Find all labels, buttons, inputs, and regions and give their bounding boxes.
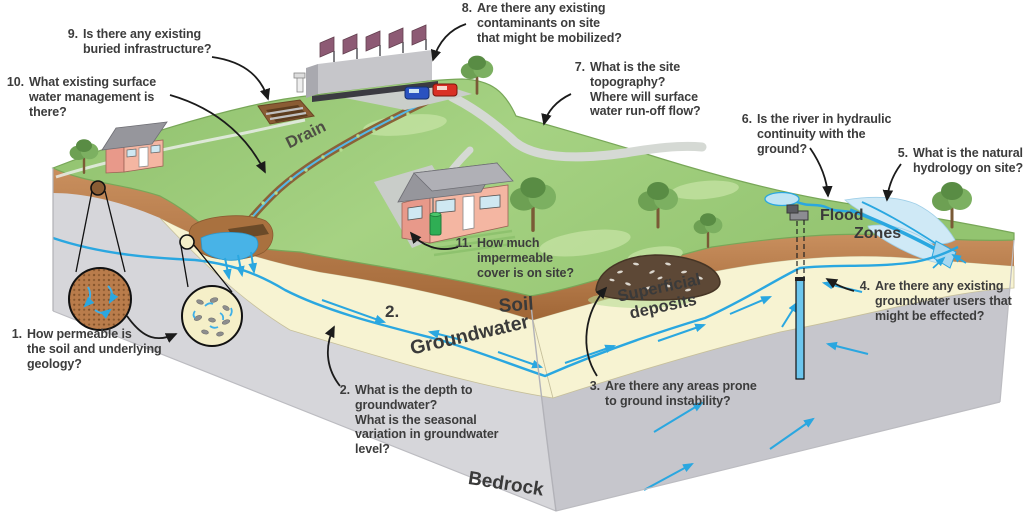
soil-magnifier — [68, 180, 132, 331]
gravel-magnifier — [179, 234, 243, 347]
question-1-text: How permeable is the soil and underlying… — [27, 327, 162, 371]
sawtooth-roof — [319, 24, 427, 62]
field-track — [55, 118, 306, 179]
arrow-q9 — [211, 56, 271, 101]
arrow-q3 — [585, 286, 608, 377]
question-10-number: 10. — [6, 75, 24, 89]
house-small — [101, 121, 168, 174]
house-main — [374, 162, 516, 257]
trees — [69, 55, 972, 249]
question-2-number: 2. — [339, 383, 350, 397]
question-8-text: Are there any existing contaminants on s… — [477, 1, 622, 45]
factory-building — [293, 24, 472, 110]
question-4: 4. Are there any existing groundwater use… — [850, 279, 1024, 323]
arrow-q6 — [809, 147, 833, 198]
question-5: 5. What is the natural hydrology on site? — [888, 146, 1024, 176]
question-9-number: 9. — [67, 27, 78, 41]
soil-layer-left — [53, 168, 533, 320]
question-4-text: Are there any existing groundwater users… — [875, 279, 1012, 323]
question-3-text: Are there any areas prone to ground inst… — [605, 379, 757, 408]
question-2-text: What is the depth to groundwater? What i… — [355, 383, 499, 456]
arrow-q5 — [882, 163, 902, 202]
lawn-stripes — [427, 229, 516, 257]
question-3: 3. Are there any areas prone to ground in… — [580, 379, 790, 409]
house-door — [462, 195, 475, 231]
block-edges — [52, 168, 1015, 512]
borehole-screen — [795, 278, 805, 380]
arrow-q8 — [430, 23, 467, 62]
arrow-q10 — [169, 94, 266, 174]
question-5-text: What is the natural hydrology on site? — [913, 146, 1024, 175]
river — [764, 191, 967, 269]
arrow-q11 — [409, 231, 459, 250]
question-6-text: Is the river in hydraulic continuity wit… — [757, 112, 892, 156]
question-9-text: Is there any existing buried infrastruct… — [83, 27, 212, 56]
arrow-q7 — [541, 93, 572, 126]
question-7-text: What is the site topography? Where will … — [590, 60, 701, 119]
groundwater-table-line — [52, 236, 959, 378]
arrow-q2 — [324, 325, 341, 387]
question-9: 9. Is there any existing buried infrastru… — [58, 27, 233, 57]
question-3-number: 3. — [589, 379, 600, 393]
magnifier-connector-arrow — [126, 315, 178, 343]
road — [447, 92, 707, 162]
water-butt — [429, 212, 442, 236]
gravel-stones — [194, 297, 231, 337]
question-1: 1. How permeable is the soil and underlyi… — [2, 327, 187, 371]
question-2: 2. What is the depth to groundwater? What… — [330, 383, 525, 457]
question-4-number: 4. — [859, 279, 870, 293]
car-red — [432, 83, 458, 97]
question-8-number: 8. — [461, 1, 472, 15]
soil-layer-right — [530, 234, 1014, 320]
question-1-number: 1. — [11, 327, 22, 341]
question-5-number: 5. — [897, 146, 908, 160]
drain-pond — [188, 215, 274, 261]
mound-speckles — [609, 262, 703, 292]
question-8: 8. Are there any existing contaminants on… — [452, 1, 645, 45]
label-flood: Flood — [820, 207, 864, 224]
question-6: 6. Is the river in hydraulic continuity w… — [732, 112, 917, 156]
buried-trench — [257, 99, 315, 125]
question-10-text: What existing surface water management i… — [29, 75, 157, 119]
car-blue — [404, 86, 430, 100]
question-arrows — [169, 23, 902, 387]
contamination-mound — [588, 254, 721, 308]
pond — [764, 191, 800, 207]
label-layer-2-marker: 2. — [385, 302, 400, 321]
question-7-number: 7. — [574, 60, 585, 74]
infiltration-arrows — [222, 251, 258, 281]
label-zones: Zones — [854, 225, 902, 242]
groundwater-flow-arrows — [321, 280, 869, 491]
bedrock-face-left — [53, 168, 556, 511]
borehole — [786, 204, 809, 380]
arrow-q4 — [825, 278, 855, 292]
question-11-text: How much impermeable cover is on site? — [477, 236, 574, 280]
question-11: 11. How much impermeable cover is on site… — [452, 236, 589, 280]
question-6-number: 6. — [741, 112, 752, 126]
question-11-number: 11. — [455, 236, 472, 250]
gravel-flow-marks — [192, 302, 233, 329]
question-10: 10. What existing surface water managemen… — [4, 75, 177, 119]
question-7: 7. What is the site topography? Where wil… — [565, 60, 725, 119]
